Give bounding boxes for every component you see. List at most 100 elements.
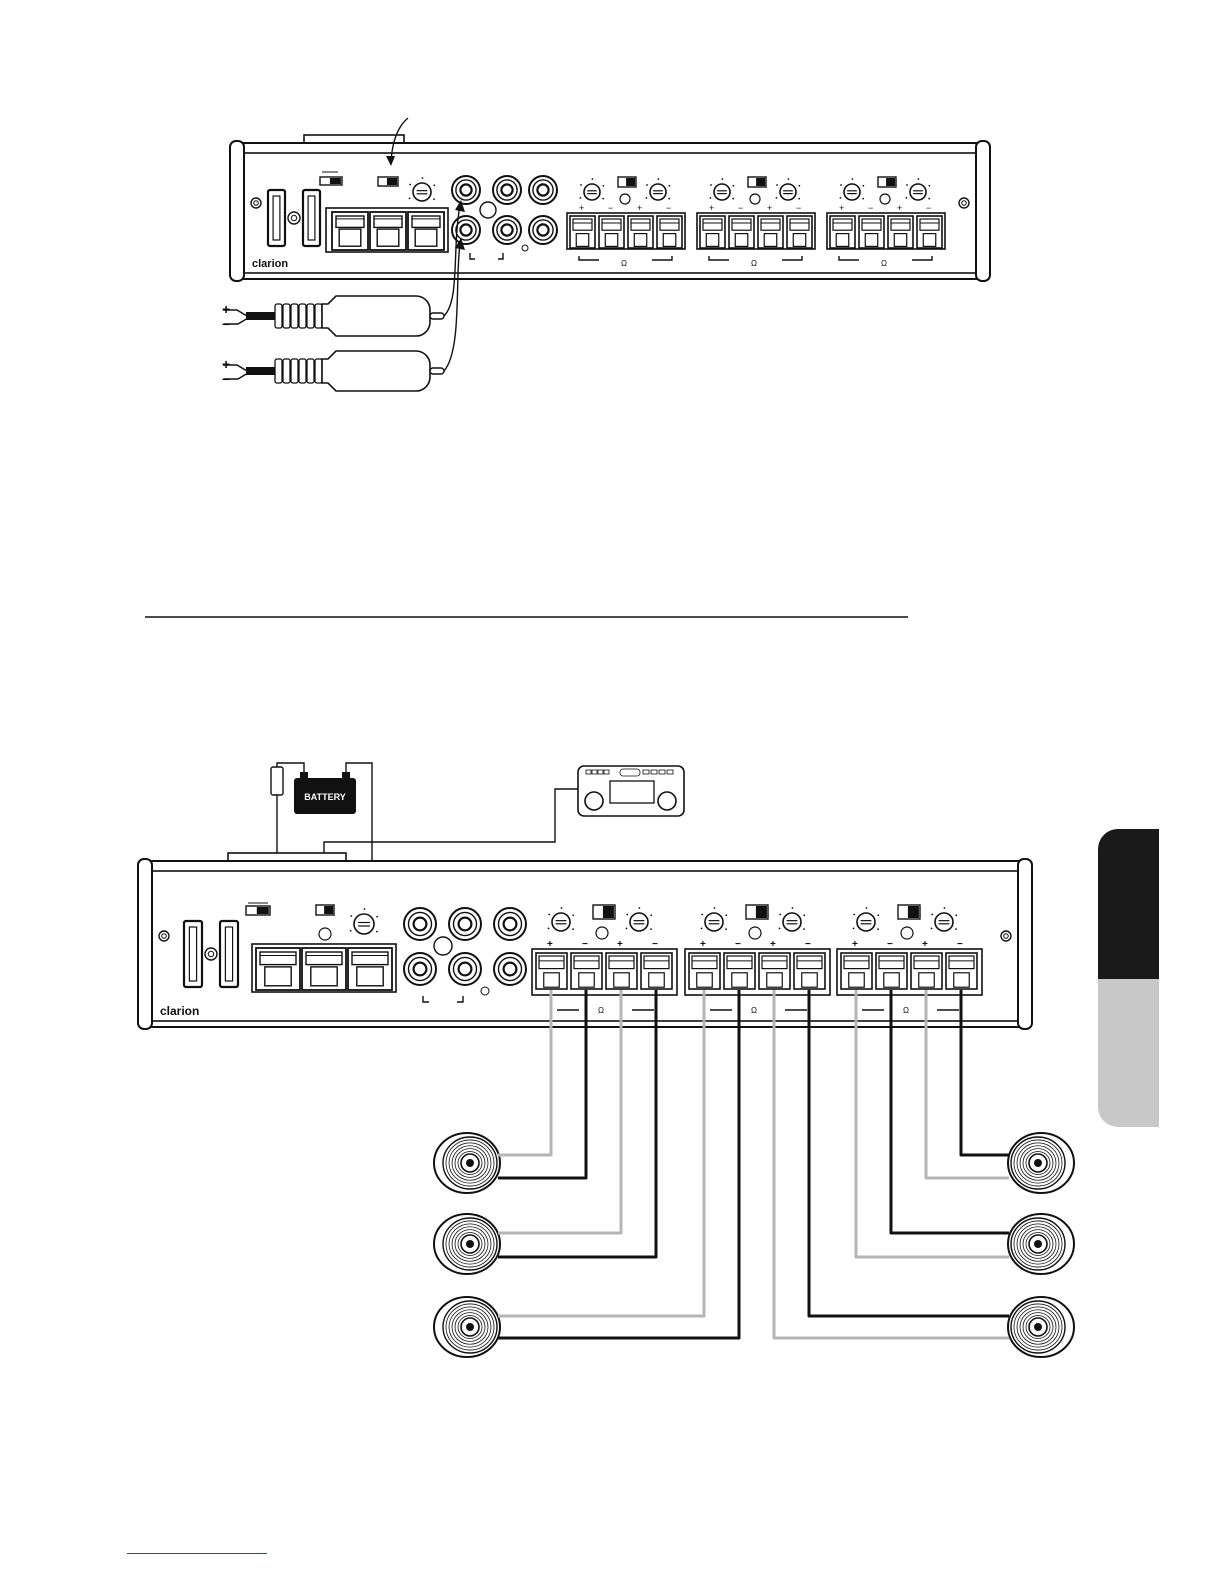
battery-post: [300, 772, 308, 779]
knob-tick: [906, 184, 908, 186]
plus-label: +: [922, 939, 928, 950]
knob-tick: [722, 178, 724, 180]
gain-knob-icon: [584, 184, 600, 200]
speaker-wire-negative: [809, 990, 1009, 1316]
knob-tick: [658, 178, 660, 180]
knob-tick: [580, 184, 582, 186]
rca-jack-pin: [537, 184, 548, 195]
switch-slider: [330, 178, 341, 184]
channel-led: [880, 194, 890, 204]
head-unit-knob: [658, 792, 676, 810]
knob-tick: [376, 916, 378, 918]
knob-tick: [580, 197, 582, 199]
minus-label: −: [608, 203, 613, 213]
rca-jack-pin: [414, 963, 427, 976]
terminal-slot: [894, 234, 907, 247]
power-terminal-top: [374, 216, 402, 227]
terminal-screw: [631, 219, 650, 230]
speaker-wire-positive: [498, 990, 704, 1316]
screw-icon: [205, 948, 217, 960]
channel-led: [620, 194, 630, 204]
knob-tick: [350, 930, 352, 932]
plus-label: +: [709, 203, 714, 213]
gain-knob-icon: [552, 913, 570, 931]
rca-plug-tip: [430, 313, 444, 319]
section-tab-dark: [1098, 829, 1159, 979]
rca-jack-pin: [504, 963, 517, 976]
power-terminal-top: [336, 216, 364, 227]
rca-cable: [246, 367, 276, 375]
power-led: [319, 928, 331, 940]
brand-logo: clarion: [160, 1004, 199, 1018]
strain-relief: [283, 304, 290, 328]
power-terminal-top: [306, 952, 342, 965]
terminal-slot: [732, 973, 748, 987]
switch-slider: [756, 178, 765, 186]
knob-tick: [906, 197, 908, 199]
battery-label: BATTERY: [304, 792, 346, 802]
strain-relief: [299, 304, 306, 328]
plus-label: +: [700, 939, 706, 950]
knob-tick: [725, 914, 727, 916]
knob-tick: [409, 184, 411, 186]
terminal-screw: [539, 956, 564, 969]
terminal-slot: [923, 234, 936, 247]
knob-tick: [803, 914, 805, 916]
rca-plug-icon: [322, 296, 430, 336]
minus-label: −: [738, 203, 743, 213]
gain-knob-icon: [844, 184, 860, 200]
knob-tick: [626, 927, 628, 929]
channel-led: [901, 927, 913, 939]
speaker-wire-negative: [498, 990, 656, 1257]
strain-relief: [283, 359, 290, 383]
knob-tick: [788, 178, 790, 180]
switch-slider: [626, 178, 635, 186]
heatsink-lip: [228, 853, 346, 861]
fuse-element: [273, 196, 280, 240]
terminal-screw: [833, 219, 852, 230]
knob-tick: [732, 198, 734, 200]
terminal-screw: [920, 219, 939, 230]
terminal-screw: [949, 956, 974, 969]
rca-input-diagram: clarion+−+−Ω+−+−Ω+−+−Ω+−+−: [222, 118, 990, 391]
gain-knob-icon: [413, 183, 431, 201]
speaker-dust-cap: [1034, 1240, 1042, 1248]
speaker-dust-cap: [466, 1159, 474, 1167]
gain-knob-icon: [910, 184, 926, 200]
speaker-dust-cap: [466, 1240, 474, 1248]
speaker-wire-positive: [856, 990, 1009, 1257]
power-terminal-slot: [357, 967, 383, 986]
terminal-screw: [762, 956, 787, 969]
terminal-screw: [692, 956, 717, 969]
end-cap-right: [976, 141, 990, 281]
knob-tick: [931, 927, 933, 929]
knob-tick: [928, 185, 930, 187]
strain-relief: [291, 359, 298, 383]
footer-link-underline: [127, 1553, 267, 1554]
plus-label: +: [579, 203, 584, 213]
strain-relief: [315, 359, 322, 383]
knob-tick: [918, 178, 920, 180]
knob-tick: [646, 184, 648, 186]
ohm-label: Ω: [598, 1006, 604, 1015]
gain-knob-icon: [650, 184, 666, 200]
minus-label: −: [796, 203, 801, 213]
terminal-slot: [954, 973, 970, 987]
switch-slider: [756, 906, 767, 918]
rca-plug-tip: [430, 368, 444, 374]
knob-tick: [955, 928, 957, 930]
terminal-screw: [844, 956, 869, 969]
knob-tick: [803, 928, 805, 930]
terminal-slot: [614, 973, 630, 987]
switch-slider: [908, 906, 919, 918]
rca-jack-pin: [501, 224, 512, 235]
terminal-slot: [802, 973, 818, 987]
knob-tick: [572, 914, 574, 916]
screw-icon: [288, 212, 300, 224]
rca-plug-icon: [322, 351, 430, 391]
channel-led: [749, 927, 761, 939]
terminal-slot: [649, 973, 665, 987]
power-terminal-slot: [265, 967, 291, 986]
knob-tick: [852, 178, 854, 180]
ohm-label: Ω: [903, 1006, 909, 1015]
